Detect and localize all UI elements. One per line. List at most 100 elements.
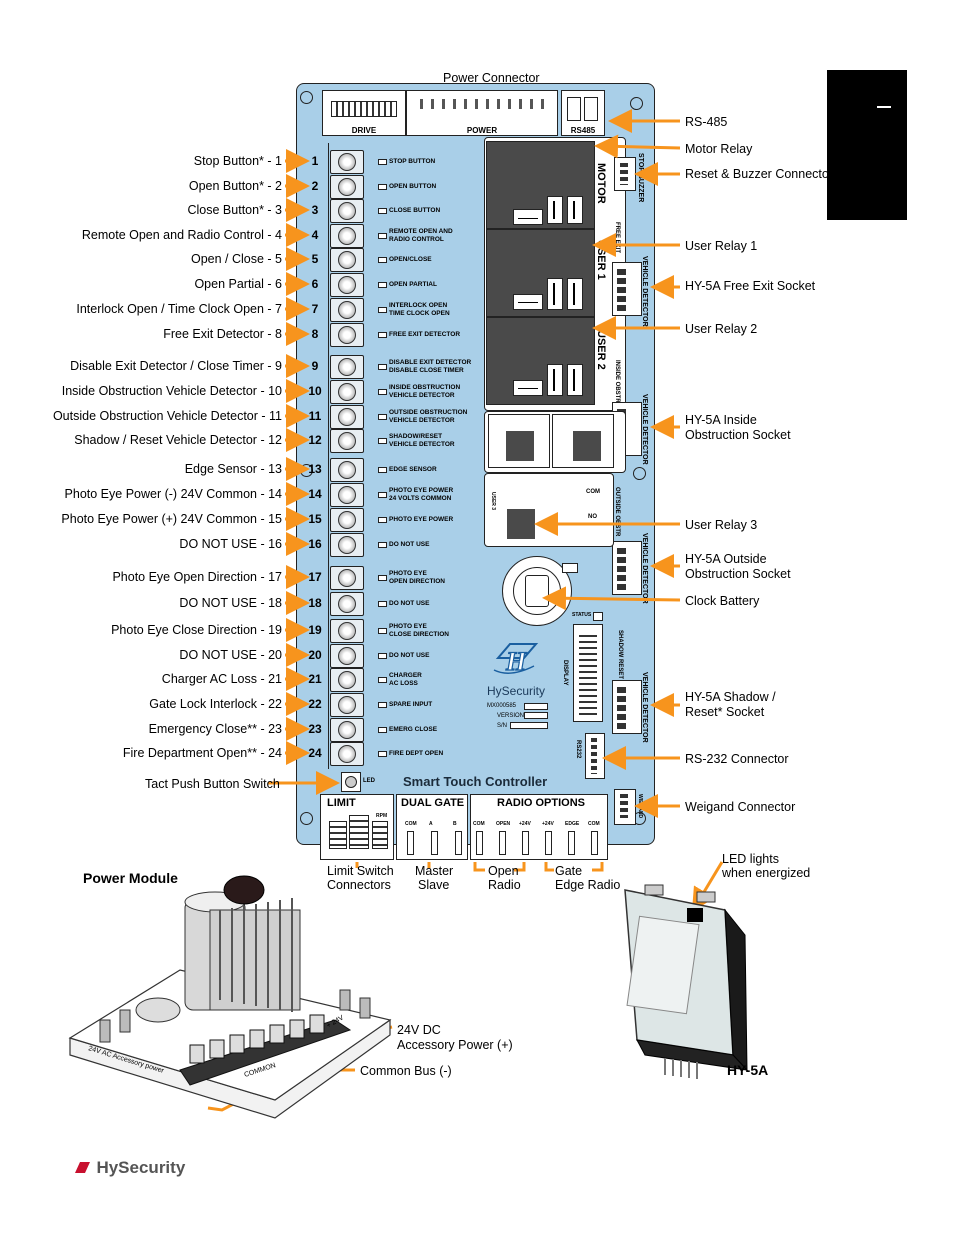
terminal-screw (330, 533, 364, 557)
terminal-callout-label: Interlock Open / Time Clock Open - 7 (76, 302, 282, 316)
terminal-led (378, 727, 387, 733)
terminal-led (378, 702, 387, 708)
terminal-description-line: SHADOW/RESET (389, 433, 443, 440)
label-master: Master (415, 864, 454, 878)
mount-hole (300, 91, 313, 104)
terminal-number: 16 (308, 537, 322, 551)
status-label: STATUS (572, 612, 592, 618)
terminal-screw (330, 273, 364, 297)
terminal-led (378, 257, 387, 263)
terminal-description-line: OPEN DIRECTION (389, 577, 445, 585)
terminal-screw (330, 355, 364, 379)
terminal-led (378, 389, 387, 395)
radio-pin (568, 831, 575, 855)
dual-gate-title: DUAL GATE (401, 797, 465, 809)
terminal-led (378, 542, 387, 548)
mount-hole (633, 467, 646, 480)
board-sn: S/N (497, 723, 508, 729)
terminal-description: SPARE INPUT (389, 701, 432, 709)
terminal-led (378, 467, 387, 473)
bracket-gate-edge (544, 862, 554, 872)
power-module-title: Power Module (83, 870, 178, 886)
terminal-screw (330, 508, 364, 532)
terminal-screw (330, 693, 364, 717)
terminal-callout-label: Edge Sensor - 13 (184, 462, 282, 476)
terminal-description: FIRE DEPT OPEN (389, 750, 443, 758)
dual-gate-pin (455, 831, 462, 855)
label-gate: Gate (555, 864, 583, 878)
limit-title: LIMIT (327, 797, 356, 809)
terminal-description-line: SPARE INPUT (389, 701, 433, 708)
radio-pin (476, 831, 483, 855)
terminal-number: 13 (308, 462, 322, 476)
terminal-callout-label: Free Exit Detector - 8 (163, 327, 282, 341)
terminal-description-line: VEHICLE DETECTOR (389, 440, 455, 448)
terminal-led (378, 332, 387, 338)
terminal-callout-label: Photo Eye Power (-) 24V Common - 14 (64, 487, 282, 501)
motor-relay (486, 141, 595, 229)
dual-gate-pin (407, 831, 414, 855)
terminal-led (378, 517, 387, 523)
terminal-description-line: TIME CLOCK OPEN (389, 309, 450, 317)
board-model: MX000585 (487, 703, 517, 709)
radio-pin-label: COM (473, 821, 485, 827)
power-module-illustration: COMMON + 24V 24V AC Accessory power (68, 875, 392, 1119)
label-common-bus: Common Bus (-) (360, 1064, 452, 1078)
user1-relay (486, 229, 595, 317)
terminal-callout-label: Fire Department Open** - 24 (122, 746, 282, 760)
rs232-label: RS232 (575, 740, 581, 759)
terminal-description-line: OPEN PARTIAL (389, 281, 437, 288)
terminal-number: 2 (311, 179, 319, 193)
terminal-description-line: EDGE SENSOR (389, 466, 437, 473)
board-brand: HySecurity (487, 684, 546, 698)
label-open: Open (488, 864, 519, 878)
terminal-led (378, 677, 387, 683)
label-outside-obstr-2: Obstruction Socket (685, 567, 791, 581)
power-connector-label: Power Connector (443, 71, 540, 85)
label-user-relay3: User Relay 3 (685, 518, 758, 532)
terminal-number: 3 (311, 203, 319, 217)
terminal-number: 20 (308, 648, 322, 662)
radio-pin-label: OPEN (496, 821, 511, 827)
terminal-number: 11 (308, 409, 322, 423)
terminal-screw (330, 429, 364, 453)
terminal-description: OPEN PARTIAL (389, 281, 437, 289)
mount-hole (300, 812, 313, 825)
terminal-description-line: EMERG CLOSE (389, 726, 438, 733)
terminal-description-line: OPEN/CLOSE (389, 256, 432, 263)
vehicle-detector-label-1: VEHICLE DETECTOR (641, 256, 648, 327)
terminal-led (378, 208, 387, 214)
terminal-callout-label: DO NOT USE - 18 (179, 596, 282, 610)
terminal-screw (330, 566, 364, 590)
outside-obstr-label: OUTSIDE OBSTR (614, 487, 620, 537)
terminal-screw (330, 405, 364, 429)
terminal-screw (330, 380, 364, 404)
board-version: VERSION (497, 713, 525, 719)
label-accessory-2: Accessory Power (+) (397, 1038, 513, 1052)
terminal-callout-label: Inside Obstruction Vehicle Detector - 10 (61, 384, 282, 398)
radio-options-title: RADIO OPTIONS (497, 797, 586, 809)
terminal-callout-label: Photo Eye Open Direction - 17 (112, 570, 282, 584)
footer-logo: HySecurity (72, 1158, 185, 1178)
terminal-description-line: FIRE DEPT OPEN (389, 750, 444, 757)
terminal-number: 17 (308, 570, 322, 584)
radio-pin (522, 831, 529, 855)
vehicle-detector-label-4: VEHICLE DETECTOR (641, 672, 648, 743)
terminal-description-line: VEHICLE DETECTOR (389, 416, 455, 424)
terminal-description: PHOTO EYE POWER (389, 516, 453, 524)
terminal-led (378, 159, 387, 165)
shadow-reset-socket (612, 680, 642, 734)
dual-gate-pin (431, 831, 438, 855)
motor-relay-label: MOTOR (595, 163, 607, 204)
terminal-screw (330, 323, 364, 347)
label-edge-radio: Edge Radio (555, 878, 621, 892)
aux-relay-b (552, 414, 614, 468)
label-reset-buzzer: Reset & Buzzer Connector (685, 167, 833, 181)
free-exit-label: FREE EXIT (614, 222, 620, 254)
terminal-number: 22 (308, 697, 322, 711)
